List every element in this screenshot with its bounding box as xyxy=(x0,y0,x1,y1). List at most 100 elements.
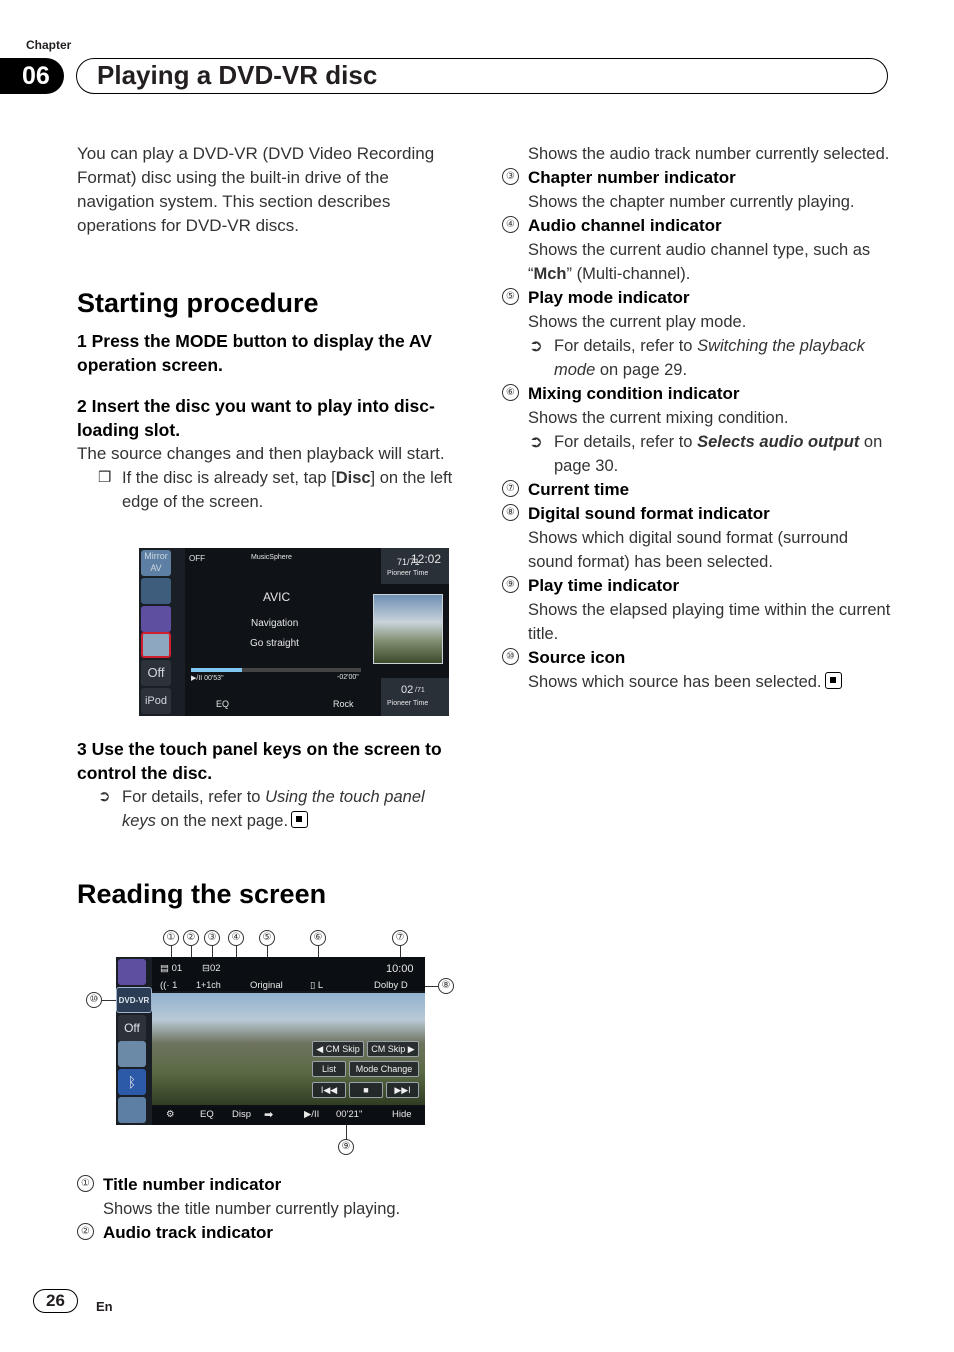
disp-button[interactable]: Disp xyxy=(232,1109,252,1120)
source-tile-am xyxy=(141,606,171,632)
elapsed-time: ▶/II 00'53" xyxy=(191,675,224,682)
callout-3: ③ xyxy=(204,930,220,946)
item-audio-channel: ④ Audio channel indicator Shows the curr… xyxy=(502,214,892,286)
list-button[interactable]: List xyxy=(312,1061,346,1077)
callout-6: ⑥ xyxy=(310,930,326,946)
callout-9: ⑨ xyxy=(338,1139,354,1155)
current-time-display: 10:00 xyxy=(386,963,414,975)
arrow-bullet-icon: ➲ xyxy=(98,788,111,805)
source-tile-fm xyxy=(141,578,171,604)
chapter-number: 06 xyxy=(0,58,64,94)
item-mixing-condition: ⑥ Mixing condition indicator Shows the c… xyxy=(502,382,892,478)
clock-caption: Pioneer Time xyxy=(387,570,429,577)
progress-fill xyxy=(191,668,242,672)
callout-7: ⑦ xyxy=(392,930,408,946)
track-panel: 02 /71 Pioneer Time xyxy=(381,678,449,716)
left-items: ① Title number indicator Shows the title… xyxy=(77,1173,462,1245)
step-3-note: ➲ For details, refer to Using the touch … xyxy=(77,785,462,833)
callout-4: ④ xyxy=(228,930,244,946)
starting-procedure-heading: Starting procedure xyxy=(77,288,319,318)
callout-5: ⑤ xyxy=(259,930,275,946)
track-sub: /71 xyxy=(415,687,425,694)
item-current-time: ⑦ Current time xyxy=(502,478,892,502)
item-number: ② xyxy=(77,1223,94,1240)
chapter-label: Chapter xyxy=(26,38,72,52)
clock-time: 12:02 xyxy=(411,552,442,566)
info-bar: ▤ 01 ⊟02 ((· 1 1+1ch Original ▯ L 10:00 … xyxy=(152,957,425,993)
item-number: ① xyxy=(77,1175,94,1192)
page-number: 26 xyxy=(33,1289,78,1313)
callout-10: ⑩ xyxy=(86,992,102,1008)
audio-track-desc: Shows the audio track number currently s… xyxy=(528,145,890,163)
clock-sub: 71/71 xyxy=(397,557,420,567)
progress-bar xyxy=(191,668,361,672)
eq-button[interactable]: EQ xyxy=(216,699,230,709)
source-tile-bluetooth: ᛒ xyxy=(118,1069,146,1095)
eq-button-2[interactable]: EQ xyxy=(200,1109,214,1120)
title-number: ▤ 01 xyxy=(160,963,183,974)
shuffle-off-label: OFF xyxy=(189,554,205,563)
section-end-icon xyxy=(291,811,309,828)
item-play-time: ⑨ Play time indicator Shows the elapsed … xyxy=(502,574,892,646)
source-tile-disc xyxy=(141,632,171,658)
genre-label: Rock xyxy=(333,699,354,709)
cm-skip-forward-button[interactable]: CM Skip ▶ xyxy=(367,1041,419,1057)
track-caption: Pioneer Time xyxy=(387,700,429,707)
audio-channel-display: 1+1ch xyxy=(196,980,221,990)
step-3: 3 Use the touch panel keys on the screen… xyxy=(77,739,442,783)
arrow-right-icon[interactable]: ➡ xyxy=(264,1109,274,1121)
source-tile-mirror-2 xyxy=(118,1097,146,1123)
step-1: 1 Press the MODE button to display the A… xyxy=(77,331,432,375)
item-play-mode: ⑤ Play mode indicator Shows the current … xyxy=(502,286,892,382)
step-2-note: ❒ If the disc is already set, tap [Disc]… xyxy=(77,466,462,514)
hide-button[interactable]: Hide xyxy=(392,1109,412,1120)
stop-button[interactable]: ■ xyxy=(349,1082,383,1098)
control-bar: ⚙ EQ Disp ➡ ▶/II 00'21" Hide xyxy=(152,1105,425,1125)
arrow-bullet-icon: ➲ xyxy=(529,337,543,355)
left-column: You can play a DVD-VR (DVD Video Recordi… xyxy=(77,142,462,514)
arrow-bullet-icon: ➲ xyxy=(529,433,543,451)
chapter-number-display: ⊟02 xyxy=(202,963,221,974)
step-2: 2 Insert the disc you want to play into … xyxy=(77,396,435,440)
song-name: Go straight xyxy=(250,638,299,649)
intro-paragraph: You can play a DVD-VR (DVD Video Recordi… xyxy=(77,144,435,235)
leader-line-7 xyxy=(400,946,401,962)
music-sphere-label: MusicSphere xyxy=(251,554,292,561)
item-chapter-number: ③ Chapter number indicator Shows the cha… xyxy=(502,166,892,214)
track-number: 02 xyxy=(401,684,414,696)
leader-line-9 xyxy=(346,1120,347,1139)
settings-icon[interactable]: ⚙ xyxy=(166,1109,175,1120)
leader-line-3 xyxy=(212,946,213,962)
remaining-time: -02'00" xyxy=(337,674,359,681)
audio-track-display: ((· 1 xyxy=(160,980,178,991)
dvd-vr-screen-screenshot: ▤ 01 ⊟02 ((· 1 1+1ch Original ▯ L 10:00 … xyxy=(116,957,425,1125)
sound-format-display: Dolby D xyxy=(374,980,408,991)
source-sidebar: Mirror AV Off iPod xyxy=(139,548,185,716)
checkbox-bullet-icon: ❒ xyxy=(98,469,112,486)
item-title-number: ① Title number indicator Shows the title… xyxy=(77,1173,462,1221)
item-audio-track: ② Audio track indicator xyxy=(77,1221,462,1245)
section-end-icon xyxy=(824,672,842,689)
mixing-display: ▯ L xyxy=(310,980,324,991)
cm-skip-back-button[interactable]: ◀ CM Skip xyxy=(312,1041,364,1057)
left-column-lower: 3 Use the touch panel keys on the screen… xyxy=(77,737,462,910)
clock-panel: 12:02 71/71 Pioneer Time xyxy=(381,548,449,584)
album-art xyxy=(373,594,443,664)
step-2-body: The source changes and then playback wil… xyxy=(77,444,445,463)
mode-change-button[interactable]: Mode Change xyxy=(349,1061,419,1077)
next-button[interactable]: ▶▶I xyxy=(386,1082,419,1098)
leader-line-8 xyxy=(412,986,438,987)
callout-1: ① xyxy=(163,930,179,946)
play-pause-button[interactable]: ▶/II xyxy=(304,1109,320,1120)
play-time-display: 00'21" xyxy=(336,1109,363,1120)
prev-button[interactable]: I◀◀ xyxy=(312,1082,346,1098)
item-source-icon: ⑩ Source icon Shows which source has bee… xyxy=(502,646,892,694)
chapter-title: Playing a DVD-VR disc xyxy=(76,58,888,94)
source-tile-dvdvr: DVD-VR xyxy=(116,987,152,1013)
leader-line-10 xyxy=(102,1000,116,1001)
source-tile-off-2: Off xyxy=(118,1015,146,1041)
leader-line-1 xyxy=(171,946,172,962)
reading-screen-heading: Reading the screen xyxy=(77,879,327,909)
source-tile-am-2 xyxy=(118,959,146,985)
source-tile-ipod-2 xyxy=(118,1041,146,1067)
